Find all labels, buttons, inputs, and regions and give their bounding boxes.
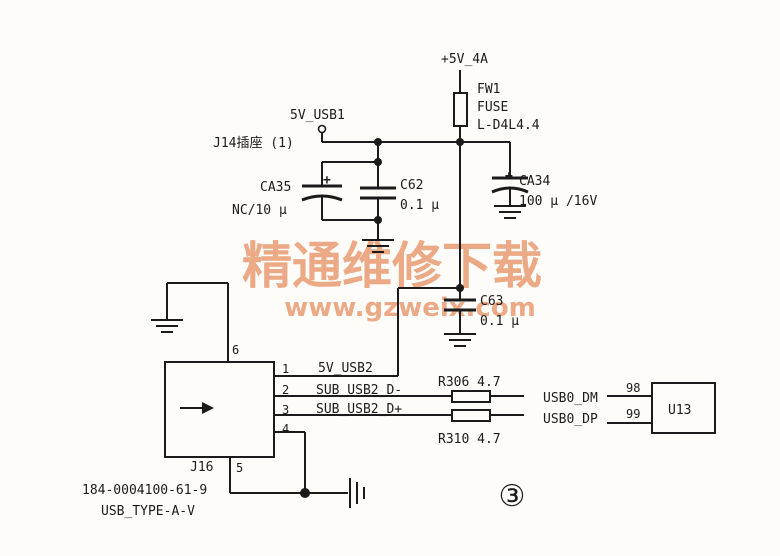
u13-body [651,382,716,434]
u13-pin-99: 99 [626,407,640,421]
j16-type: USB_TYPE-A-V [101,504,195,519]
c62-value: 0.1 μ [400,198,439,213]
connector-j14-label: J14插座 (1) [213,136,294,151]
test-point-5v-usb1 [317,124,327,134]
j16-ref: J16 [190,460,213,475]
watermark-cn: 精通维修下载 [242,237,542,295]
junction-fuse [456,138,464,146]
capacitor-ca34 [491,142,529,219]
ca35-ref: CA35 [260,180,291,195]
j16-pin-2: 2 [282,383,289,397]
watermark: 精通维修下载 www.gzweix.com [242,237,542,323]
net-5v-usb2 [274,288,399,377]
data-lines [274,390,524,422]
j16-pin-6: 6 [232,343,239,357]
junction-ca35-bottom [374,216,382,224]
ca34-ref: CA34 [519,174,550,189]
r306-label: R306 4.7 [438,375,501,390]
j16-part-number: 184-0004100-61-9 [82,483,207,498]
figure-number: ③ [499,479,526,514]
j16-pin-4: 4 [282,422,289,436]
c63-ref: C63 [480,294,503,309]
ca35-value: NC/10 μ [232,203,287,218]
net-label-5v-usb1: 5V_USB1 [290,108,345,123]
resistor-r306 [451,390,491,403]
ground-c62 [362,239,394,253]
net-label-dp: SUB_USB2_D+ [316,402,402,417]
arrow-right-icon [202,402,214,414]
net-label-dm: SUB_USB2_D- [316,383,402,398]
net-label-usb0-dm: USB0_DM [543,391,598,406]
u13-pin-98: 98 [626,381,640,395]
j16-body [164,361,275,458]
u13-ref: U13 [668,403,691,418]
fuse-body [453,92,468,127]
ca35-polarity: + [323,173,331,188]
fuse-fw1 [453,70,468,288]
fuse-part: L-D4L4.4 [477,118,540,133]
resistor-r310 [451,409,491,422]
supply-label: +5V_4A [441,52,488,67]
j16-pin-5: 5 [236,461,243,475]
c62-ref: C62 [400,178,423,193]
r310-label: R310 4.7 [438,432,501,447]
j16-pin-3: 3 [282,403,289,417]
capacitor-ca35 [301,142,379,221]
c63-value: 0.1 μ [480,314,519,329]
j16-pin-1: 1 [282,362,289,376]
fuse-type: FUSE [477,100,508,115]
capacitor-c63 [398,284,476,347]
ca34-value: 100 μ /16V [519,194,597,209]
watermark-url: www.gzweix.com [284,293,536,323]
fuse-ref: FW1 [477,82,500,97]
connector-j16 [151,282,365,508]
net-label-5v-usb2: 5V_USB2 [318,361,373,376]
ic-u13 [607,382,716,434]
ca34-polarity: + [505,169,513,184]
net-label-usb0-dp: USB0_DP [543,412,598,427]
capacitor-c62 [360,158,396,240]
